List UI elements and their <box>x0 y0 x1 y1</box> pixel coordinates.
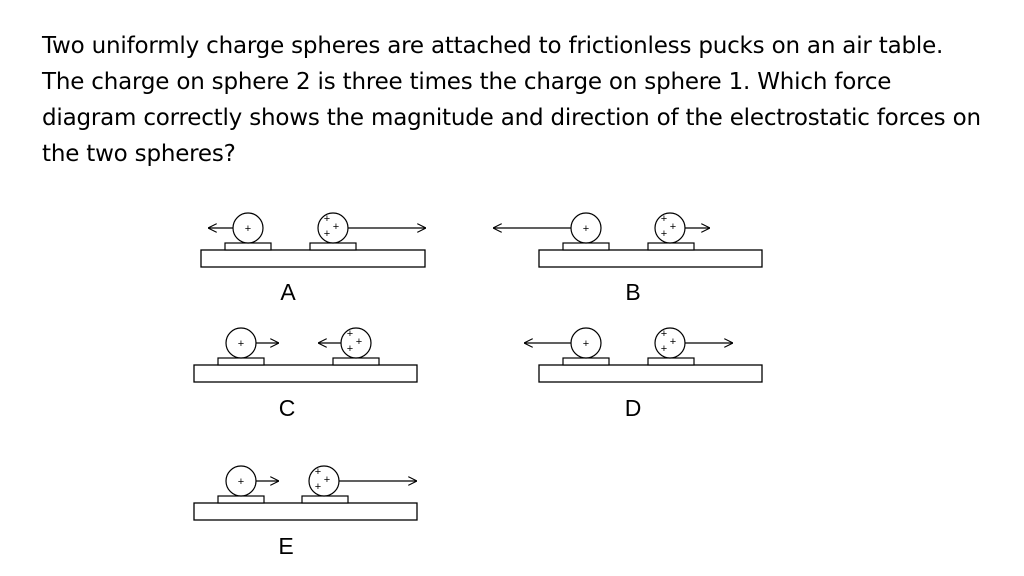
sphere-2-charge: + <box>356 336 362 348</box>
sphere-2-charge: + <box>315 466 321 478</box>
puck-2 <box>647 357 695 366</box>
sphere-2-charge: + <box>670 221 676 233</box>
sphere-2-charge: + <box>347 343 353 355</box>
air-table <box>193 502 418 521</box>
sphere-1-charge: + <box>238 338 244 350</box>
option-b-diagram: + + + + B <box>493 212 763 305</box>
option-label-a: A <box>280 279 296 305</box>
sphere-1-charge: + <box>583 223 589 235</box>
air-table <box>538 364 763 383</box>
sphere-1-charge: + <box>583 338 589 350</box>
option-e-diagram: + + + + E <box>193 465 418 559</box>
sphere-2-charge: + <box>324 213 330 225</box>
sphere-2-charge: + <box>661 228 667 240</box>
option-a-diagram: + + + + A <box>200 212 426 305</box>
puck-1 <box>217 357 265 366</box>
option-label-d: D <box>625 395 642 421</box>
question-text: Two uniformly charge spheres are attache… <box>42 33 981 167</box>
puck-1 <box>217 495 265 504</box>
sphere-1-charge: + <box>238 476 244 488</box>
puck-2 <box>309 242 357 251</box>
sphere-2-charge: + <box>324 228 330 240</box>
puck-2 <box>332 357 380 366</box>
sphere-2-charge: + <box>315 481 321 493</box>
option-label-c: C <box>279 395 296 421</box>
puck-1 <box>562 242 610 251</box>
sphere-2-charge: + <box>333 221 339 233</box>
air-table <box>200 249 426 268</box>
option-d-diagram: + + + + D <box>524 327 763 421</box>
sphere-2-charge: + <box>661 328 667 340</box>
sphere-2-charge: + <box>661 213 667 225</box>
option-label-e: E <box>278 533 293 559</box>
puck-1 <box>224 242 272 251</box>
sphere-2-charge: + <box>670 336 676 348</box>
puck-2 <box>647 242 695 251</box>
puck-2 <box>301 495 349 504</box>
option-c-diagram: + + + + C <box>193 327 418 421</box>
air-table <box>193 364 418 383</box>
air-table <box>538 249 763 268</box>
sphere-2-charge: + <box>347 328 353 340</box>
option-label-b: B <box>625 279 640 305</box>
sphere-2-charge: + <box>324 474 330 486</box>
sphere-2-charge: + <box>661 343 667 355</box>
sphere-1-charge: + <box>245 223 251 235</box>
puck-1 <box>562 357 610 366</box>
